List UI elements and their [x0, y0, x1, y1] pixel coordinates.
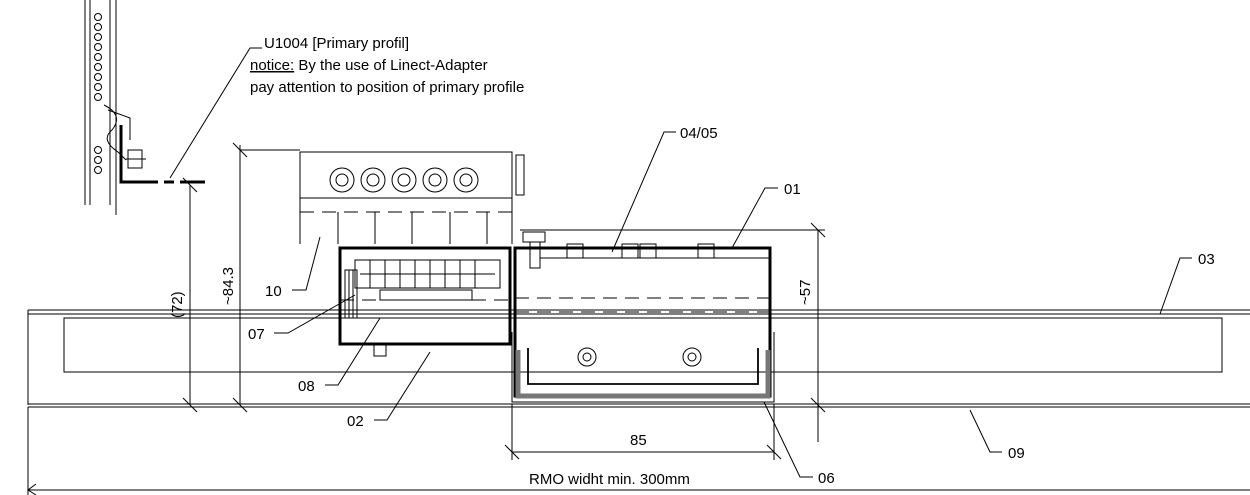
- callout-09: 09: [969, 409, 1025, 462]
- channel-01: [513, 246, 772, 398]
- primary-label-attention: pay attention to position of primary pro…: [250, 79, 524, 96]
- primary-leader: [169, 47, 262, 179]
- channel-details: [515, 229, 825, 373]
- callout-03: 03: [1159, 251, 1215, 315]
- primary-label-notice: notice: By the use of Linect-Adapter: [250, 57, 488, 74]
- dim-label-85: 85: [630, 432, 647, 449]
- adapter-housing: [299, 151, 525, 244]
- dim-843: ~84.3: [220, 142, 300, 413]
- callout-08: 08: [298, 317, 381, 395]
- callout-label-10: 10: [265, 283, 282, 300]
- perforated-upright: [84, 0, 146, 215]
- dim-label-843: ~84.3: [220, 267, 237, 305]
- callout-label-01: 01: [784, 181, 801, 198]
- dim-label-57: ~57: [797, 280, 814, 305]
- callout-label-0405: 04/05: [680, 125, 718, 142]
- callout-07: 07: [248, 294, 356, 343]
- terminal-block-cluster: [340, 259, 510, 357]
- callout-label-09: 09: [1008, 445, 1025, 462]
- callout-label-08: 08: [298, 378, 315, 395]
- dim-85: 85: [504, 404, 782, 460]
- notice-word: notice:: [250, 57, 294, 74]
- callout-label-07: 07: [248, 326, 265, 343]
- callout-10: 10: [265, 236, 321, 300]
- callout-label-06: 06: [818, 470, 835, 487]
- inner-box-02: [338, 246, 512, 346]
- notice-rest: By the use of Linect-Adapter: [294, 57, 487, 74]
- callout-01: 01: [731, 181, 801, 249]
- callout-02: 02: [347, 351, 431, 430]
- callout-label-03: 03: [1198, 251, 1215, 268]
- callout-label-02: 02: [347, 413, 364, 430]
- dim-57: ~57: [797, 222, 826, 442]
- primary-label-title: U1004 [Primary profil]: [264, 35, 409, 52]
- rmo-width-label: RMO widht min. 300mm: [529, 471, 690, 488]
- primary-profile: [119, 125, 205, 184]
- callout-06: 06: [763, 401, 835, 487]
- dim-label-72: (72): [169, 291, 186, 318]
- callout-0405: 04/05: [611, 125, 718, 253]
- u-profile-06: [511, 332, 775, 403]
- dim-72: (72): [169, 177, 198, 413]
